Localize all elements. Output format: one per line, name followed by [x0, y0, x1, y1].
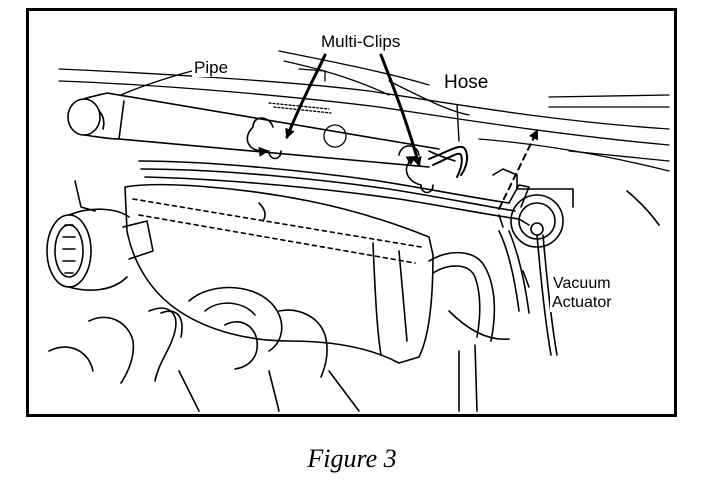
- pipe: [67, 92, 456, 168]
- multi-clips: [252, 117, 434, 194]
- pipe-label: Pipe: [192, 58, 231, 77]
- vacuum-actuator: [492, 168, 574, 356]
- figure-frame: Pipe Multi-Clips Hose Vacuum Actuator: [26, 8, 677, 417]
- cowl-background-lines: [58, 50, 670, 172]
- intake-tube: [46, 180, 154, 291]
- intake-rails: [138, 160, 530, 228]
- air-intake-box: [124, 183, 434, 364]
- clip-rotate-arrow-left: [246, 126, 269, 157]
- multi-clip-arrow-left: [285, 53, 327, 139]
- engine-bay-illustration: [46, 50, 670, 412]
- vacuum-actuator-label: Vacuum Actuator: [550, 274, 614, 312]
- hose: [428, 145, 469, 178]
- actuator-removal-arrow: [498, 129, 538, 210]
- multi-clips-label: Multi-Clips: [319, 32, 403, 51]
- clip-rotate-arrow-right: [405, 156, 422, 186]
- pipe-leader-line: [120, 70, 193, 96]
- hose-label: Hose: [442, 72, 491, 93]
- right-side-hoses: [428, 190, 660, 412]
- figure-caption: Figure 3: [307, 444, 397, 473]
- lower-engine-hoses: [48, 286, 360, 412]
- hose-leader-line: [456, 104, 460, 142]
- multi-clip-arrow-right: [379, 53, 422, 167]
